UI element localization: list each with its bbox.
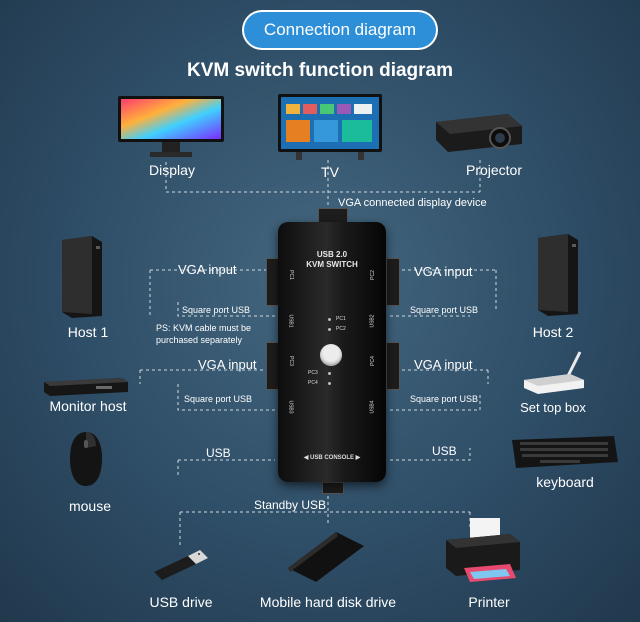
- pc-tower-icon: [538, 234, 578, 316]
- usb-console-label: ◀ USB CONSOLE ▶: [303, 455, 361, 461]
- printer-device: [440, 516, 524, 588]
- usb-drive-label: USB drive: [149, 594, 213, 610]
- pc2-led: [328, 328, 331, 331]
- pc-tower-icon: [62, 236, 102, 318]
- kvm-model-line2: KVM SWITCH: [306, 260, 358, 269]
- right-square-usb-1: Square port USB: [410, 305, 479, 315]
- set-top-box-label: Set top box: [520, 400, 586, 415]
- mouse-device: [66, 430, 106, 488]
- left-square-usb-2: Square port USB: [184, 394, 253, 404]
- display-device: [116, 94, 226, 162]
- left-vga-input-2: VGA input: [198, 357, 257, 372]
- wire-host1-usb: [177, 302, 275, 317]
- set-top-box-icon: [44, 378, 128, 396]
- monitor-host-device: [40, 374, 130, 398]
- side-port-label: USB3: [287, 400, 294, 414]
- tv-label: TV: [321, 164, 339, 180]
- host2-device: [532, 232, 582, 318]
- tv-icon: [278, 94, 382, 160]
- right-vga-input-2: VGA input: [414, 357, 473, 372]
- standby-usb-label: Standby USB: [254, 498, 327, 512]
- bottom-usb-port: [322, 482, 344, 494]
- host1-device: [56, 234, 106, 320]
- kvm-model-text: USB 2.0 KVM SWITCH: [278, 250, 386, 270]
- pc4-led: [328, 382, 331, 385]
- side-port-label: PC4: [369, 356, 376, 366]
- pc2-label: PC2: [336, 326, 346, 332]
- pc1-led: [328, 318, 331, 321]
- kvm-switch: USB 2.0 KVM SWITCH PC1 USB1 PC2 USB2 PC3…: [266, 208, 400, 494]
- side-port-label: USB2: [369, 314, 376, 328]
- display-label: Display: [149, 162, 195, 178]
- right-usb-label: USB: [432, 444, 457, 458]
- kvm-model-line1: USB 2.0: [316, 250, 348, 259]
- side-port-label: PC1: [287, 270, 294, 280]
- switch-button[interactable]: [320, 344, 342, 366]
- pc3-label: PC3: [308, 370, 318, 376]
- cable-note: PS: KVM cable must be purchased separate…: [156, 323, 252, 345]
- mouse-icon: [70, 432, 102, 486]
- left-square-usb-1: Square port USB: [182, 305, 251, 315]
- tv-device: [276, 92, 384, 162]
- keyboard-device: [510, 432, 620, 470]
- diagram-title: KVM switch function diagram: [186, 60, 454, 81]
- host2-label: Host 2: [532, 324, 574, 340]
- keyboard-icon: [512, 436, 618, 468]
- projector-label: Projector: [465, 162, 523, 178]
- right-square-usb-2: Square port USB: [410, 394, 479, 404]
- monitor-host-label: Monitor host: [49, 398, 127, 414]
- hard-disk-label: Mobile hard disk drive: [259, 594, 397, 610]
- set-top-box-icon: [524, 351, 584, 394]
- hard-disk-device: [284, 528, 368, 586]
- set-top-box-device: [520, 350, 588, 396]
- right-vga-input-1: VGA input: [414, 264, 473, 279]
- printer-label: Printer: [468, 594, 510, 610]
- printer-icon: [446, 518, 520, 582]
- keyboard-label: keyboard: [536, 474, 594, 490]
- side-port-label: USB4: [369, 400, 376, 414]
- wire-monitor-usb: [177, 384, 275, 411]
- connection-diagram-badge: Connection diagram: [244, 12, 436, 48]
- pc4-label: PC4: [308, 380, 318, 386]
- host1-label: Host 1: [67, 324, 109, 340]
- usb-drive-device: [148, 550, 212, 584]
- usb-console-text: USB CONSOLE: [309, 455, 354, 461]
- pc3-led: [328, 372, 331, 375]
- projector-device: [430, 104, 526, 158]
- side-vga-port: [386, 342, 400, 390]
- projector-icon: [436, 114, 522, 152]
- monitor-icon: [118, 96, 224, 157]
- side-port-label: PC3: [287, 356, 294, 366]
- vga-display-note: VGA connected display device: [338, 197, 487, 209]
- pc1-label: PC1: [336, 316, 346, 322]
- wire-settop-usb: [390, 392, 481, 411]
- left-usb-label: USB: [206, 446, 231, 460]
- side-vga-port: [386, 258, 400, 306]
- wire-keyboard-usb: [390, 448, 471, 461]
- mouse-label: mouse: [68, 498, 112, 514]
- usb-drive-icon: [154, 550, 208, 580]
- side-port-label: USB1: [287, 314, 294, 328]
- side-port-label: PC2: [369, 270, 376, 280]
- left-vga-input-1: VGA input: [178, 262, 237, 277]
- hard-disk-icon: [288, 532, 364, 582]
